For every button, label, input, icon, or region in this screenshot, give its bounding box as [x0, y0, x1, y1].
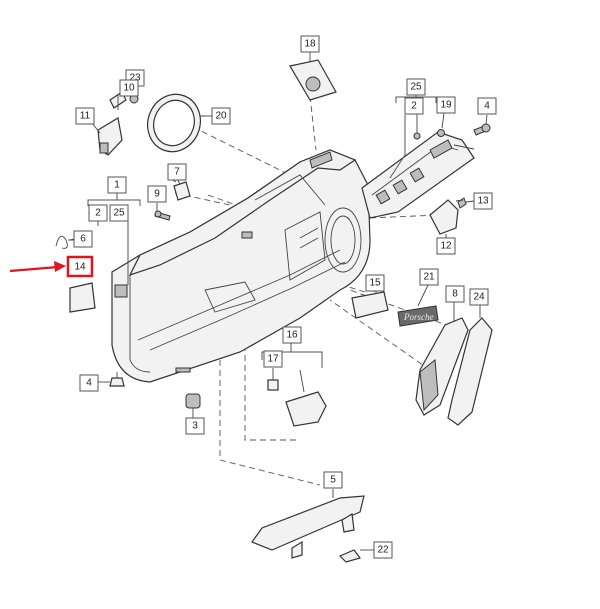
svg-text:2: 2	[411, 101, 417, 112]
part-15-cover	[351, 291, 389, 319]
callout-2-left[interactable]: 2	[88, 204, 108, 222]
part-20-ring	[147, 93, 205, 153]
callout-9[interactable]: 9	[147, 185, 167, 203]
svg-text:7: 7	[174, 167, 180, 178]
callout-25-top[interactable]: 25	[406, 78, 426, 96]
svg-text:19: 19	[440, 100, 452, 111]
svg-text:12: 12	[440, 241, 452, 252]
svg-text:22: 22	[377, 545, 389, 556]
callout-3[interactable]: 3	[185, 417, 205, 435]
svg-text:11: 11	[80, 111, 91, 122]
part-14-trim-piece	[69, 282, 96, 313]
callout-19[interactable]: 19	[436, 96, 456, 114]
part-4-screw-bottom	[97, 372, 125, 387]
part-5-armrest	[251, 489, 365, 559]
callout-2-top[interactable]: 2	[404, 97, 424, 115]
part-13-bolt	[455, 197, 467, 209]
callout-17[interactable]: 17	[263, 350, 283, 368]
svg-text:Porsche: Porsche	[403, 312, 434, 322]
callout-16[interactable]: 16	[282, 326, 302, 344]
callout-6[interactable]: 6	[73, 230, 93, 248]
callout-20[interactable]: 20	[211, 107, 231, 125]
svg-text:5: 5	[330, 475, 336, 486]
svg-text:3: 3	[192, 421, 198, 432]
callout-8[interactable]: 8	[445, 285, 465, 303]
part-3-grommet	[185, 393, 201, 418]
callout-7[interactable]: 7	[167, 163, 187, 181]
part-9-screw	[154, 210, 171, 221]
callout-4-bottom[interactable]: 4	[79, 374, 99, 392]
svg-text:6: 6	[80, 234, 86, 245]
svg-text:23: 23	[129, 73, 141, 84]
svg-text:18: 18	[304, 39, 316, 50]
callout-21[interactable]: 21	[419, 268, 439, 286]
svg-text:4: 4	[86, 378, 92, 389]
highlight-arrow	[9, 261, 66, 273]
callout-5[interactable]: 5	[323, 471, 343, 489]
part-22-clip	[338, 549, 374, 563]
callout-15[interactable]: 15	[365, 274, 385, 292]
callout-18[interactable]: 18	[300, 35, 320, 53]
part-4-screw-top	[473, 114, 491, 136]
svg-text:24: 24	[473, 292, 485, 303]
svg-text:10: 10	[123, 83, 135, 94]
svg-text:15: 15	[369, 278, 381, 289]
part-21-badge: Porsche	[397, 305, 439, 327]
svg-text:1: 1	[114, 180, 120, 191]
svg-text:14: 14	[74, 262, 86, 273]
svg-text:20: 20	[215, 111, 227, 122]
svg-text:21: 21	[423, 272, 435, 283]
svg-text:9: 9	[154, 189, 160, 200]
svg-text:25: 25	[410, 82, 422, 93]
callout-14-highlighted[interactable]: 14	[66, 255, 94, 278]
door-trim-panel	[111, 149, 371, 383]
part-24-door-strip	[447, 317, 493, 426]
callout-24[interactable]: 24	[469, 288, 489, 306]
callout-12[interactable]: 12	[436, 237, 456, 255]
callout-10[interactable]: 10	[119, 79, 139, 97]
part-6-spring	[55, 235, 76, 249]
callout-22[interactable]: 22	[373, 541, 393, 559]
part-25-switch-panel	[361, 112, 475, 219]
callout-13[interactable]: 13	[473, 192, 493, 210]
callout-1[interactable]: 1	[107, 176, 127, 194]
part-18-tweeter	[289, 58, 337, 101]
svg-text:17: 17	[267, 354, 279, 365]
svg-text:8: 8	[452, 289, 458, 300]
part-16-pocket	[285, 369, 327, 427]
part-12-speaker-cover	[429, 199, 459, 238]
svg-text:4: 4	[484, 101, 490, 112]
svg-text:13: 13	[477, 196, 489, 207]
brackets	[87, 90, 437, 368]
svg-text:25: 25	[113, 208, 125, 219]
callout-4-top[interactable]: 4	[477, 97, 497, 115]
part-8-door-strip	[415, 317, 469, 416]
callout-25-left[interactable]: 25	[109, 204, 129, 222]
svg-text:16: 16	[286, 330, 298, 341]
part-7-clip	[173, 176, 191, 201]
callout-11[interactable]: 11	[75, 107, 95, 125]
svg-text:2: 2	[95, 208, 101, 219]
part-17-clip	[267, 368, 279, 391]
